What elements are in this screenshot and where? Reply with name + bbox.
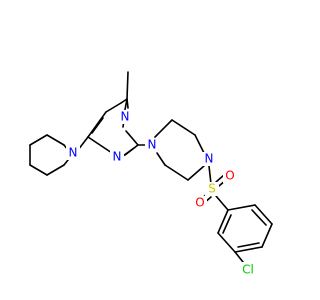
- atom-label-oxygen-top: O: [225, 169, 234, 183]
- bond: [120, 98, 128, 104]
- atom-label-n-piperazine-4: N: [205, 152, 214, 166]
- bond: [156, 152, 166, 166]
- atom-label-n-pyrimidine-3: N: [121, 110, 130, 124]
- bond: [217, 232, 236, 253]
- atom-label-bg: [110, 150, 124, 164]
- atom-label-oxygen-bottom: O: [195, 196, 204, 210]
- bond-layer: [29, 71, 273, 263]
- bond: [208, 165, 212, 185]
- bond: [234, 251, 244, 263]
- bond: [194, 134, 206, 156]
- bond: [215, 195, 229, 211]
- bond: [46, 134, 65, 146]
- bond: [237, 242, 260, 248]
- bond: [125, 130, 139, 146]
- bond: [187, 165, 205, 181]
- bond: [46, 164, 65, 176]
- atom-label-layer: N N N N N S O O Cl: [66, 110, 259, 278]
- bond: [126, 71, 129, 100]
- bond: [254, 204, 273, 225]
- atom-label-bg: [66, 146, 80, 160]
- atom-label-bg: [193, 196, 207, 210]
- atom-label-bg: [237, 262, 259, 278]
- atom-label-chlorine: Cl: [242, 263, 254, 277]
- bond: [87, 111, 107, 138]
- bond: [105, 102, 122, 113]
- atom-label-bg: [145, 138, 159, 152]
- structure-svg: N N N N N S O O Cl: [29, 71, 273, 278]
- bond: [251, 209, 267, 226]
- atom-label-bg: [202, 152, 216, 166]
- bond: [122, 147, 135, 157]
- bond: [261, 223, 273, 248]
- atom-label-n-pyrimidine-1: N: [113, 150, 122, 164]
- atom-label-bg: [223, 169, 237, 183]
- bond: [29, 164, 48, 176]
- bond: [91, 117, 104, 134]
- bond: [126, 98, 129, 109]
- bond: [222, 214, 232, 234]
- molecule-diagram: N N N N N S O O Cl: [29, 71, 273, 278]
- bond: [215, 174, 225, 183]
- bond: [171, 119, 196, 136]
- atom-label-bg: [205, 182, 219, 196]
- atom-label-n-piperazine-1: N: [148, 138, 157, 152]
- atom-label-bg: [118, 110, 132, 124]
- bond: [234, 246, 263, 253]
- bond: [227, 204, 256, 211]
- bond: [217, 209, 229, 234]
- bond: [164, 164, 189, 181]
- atom-label-sulfur: S: [208, 182, 216, 196]
- atom-label-n-piperidine: N: [69, 146, 78, 160]
- bond: [154, 119, 173, 138]
- bond: [29, 134, 48, 146]
